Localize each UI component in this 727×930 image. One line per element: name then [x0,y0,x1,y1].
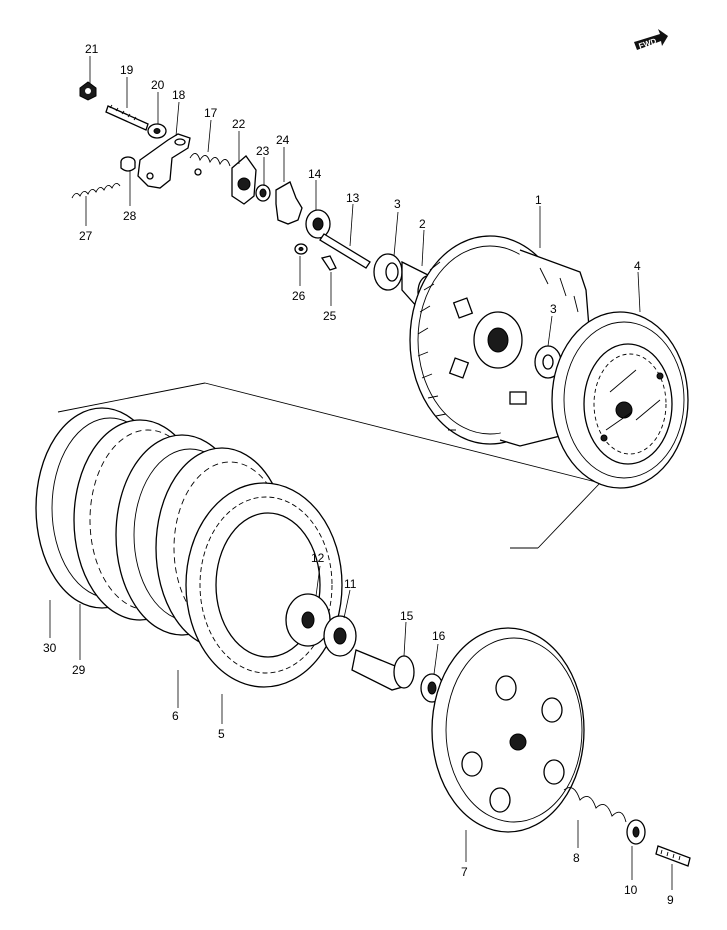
callout-7: 7 [461,865,468,879]
nut-11 [323,615,357,657]
fwd-label: FWD [638,37,658,51]
lever-22 [231,155,257,205]
callout-26: 26 [292,289,306,303]
callout-12: 12 [311,551,325,565]
callout-16: 16 [432,629,446,643]
callout-21: 21 [85,42,99,56]
spring-27 [71,183,121,199]
callout-22: 22 [232,117,246,131]
washer-20 [147,123,167,139]
push-rod-13 [319,233,371,269]
callout-11: 11 [344,577,357,591]
washer-26 [294,243,308,255]
washer-3-lower [534,345,562,379]
callout-15: 15 [400,609,414,623]
callout-5: 5 [218,727,225,741]
callouts: 21 19 20 18 17 22 23 24 14 13 3 2 1 3 4 … [43,42,674,907]
fwd-arrow-icon: FWD [634,29,668,51]
callout-4: 4 [634,259,641,273]
callout-14: 14 [308,167,322,181]
sleeve-hub-4 [551,311,689,489]
callout-3-upper: 3 [394,197,401,211]
callout-6: 6 [172,709,179,723]
clutch-housing-1 [409,235,591,447]
callout-20: 20 [151,78,165,92]
collar-28 [120,156,136,172]
spring-8 [563,787,627,823]
callout-27: 27 [79,229,93,243]
spring-17 [189,153,231,176]
callout-17: 17 [204,106,218,120]
callout-24: 24 [276,133,290,147]
bolt-9 [655,845,691,867]
pressure-plate-7 [431,627,585,833]
callout-13: 13 [346,191,360,205]
bearing-14 [305,209,331,239]
callout-1: 1 [535,193,542,207]
nut-21 [79,81,97,101]
screw-25 [320,255,337,271]
bolt-19 [105,104,149,131]
callout-23: 23 [256,144,270,158]
ring-23 [255,184,271,202]
drive-plate-5 [185,482,343,688]
washer-12 [285,593,331,647]
washer-3-upper [373,253,403,291]
callout-3-lower: 3 [550,302,557,316]
callout-2: 2 [419,217,426,231]
callout-29: 29 [72,663,86,677]
release-rack-15 [351,649,415,691]
callout-25: 25 [323,309,337,323]
assembly-frame [57,382,601,549]
callout-18: 18 [172,88,186,102]
callout-10: 10 [624,883,638,897]
washer-10 [626,819,646,845]
callout-30: 30 [43,641,57,655]
leader-lines [49,56,673,890]
callout-9: 9 [667,893,674,907]
callout-19: 19 [120,63,134,77]
plate-24 [275,181,303,225]
callout-28: 28 [123,209,137,223]
bracket-18 [137,133,191,189]
callout-8: 8 [573,851,580,865]
